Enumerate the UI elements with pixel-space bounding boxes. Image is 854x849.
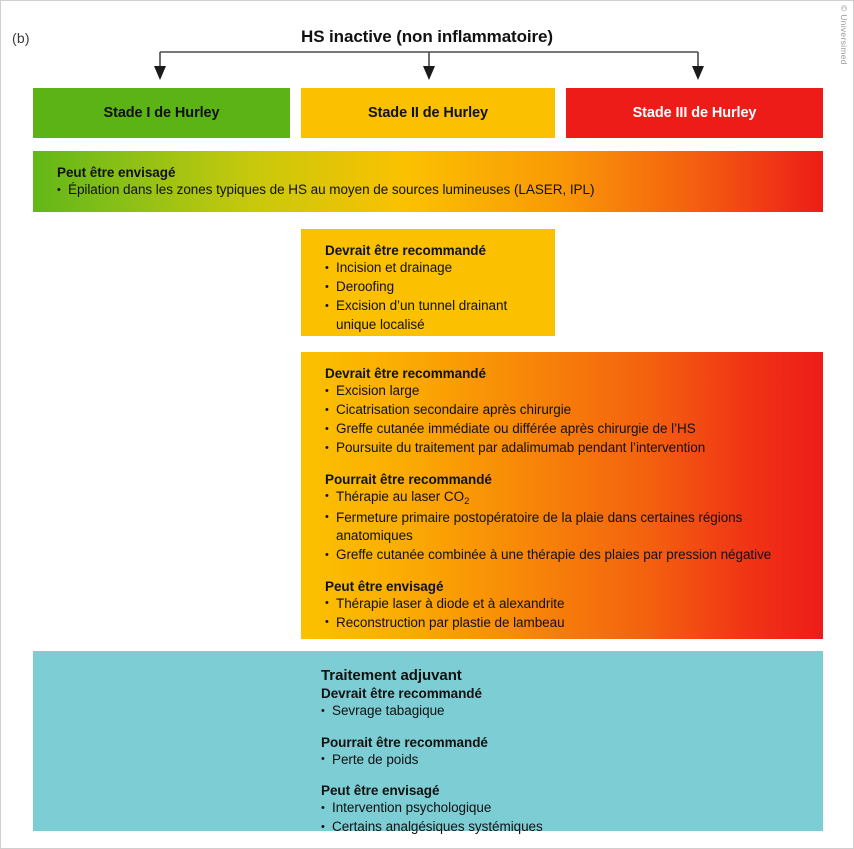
band-all-list: Épilation dans les zones typiques de HS … (57, 181, 805, 200)
stage-label-hurley-1: Stade I de Hurley (103, 105, 220, 121)
adjuvant-list-considered: Intervention psychologique Certains anal… (321, 799, 805, 837)
list-item: Reconstruction par plastie de lambeau (325, 613, 805, 633)
band-all-heading: Peut être envisagé (57, 165, 176, 180)
adjuvant-title: Traitement adjuvant (321, 667, 462, 684)
list-item: Fermeture primaire postopératoire de la … (325, 508, 805, 546)
list-item: Incision et drainage (325, 259, 537, 278)
list-item: Deroofing (325, 278, 537, 297)
list-item: Intervention psychologique (321, 799, 805, 818)
stage-label-hurley-3: Stade III de Hurley (632, 105, 757, 121)
band-stage3-list-could: Thérapie au laser CO2 Fermeture primaire… (325, 487, 805, 565)
adjuvant-heading-recommended: Devrait être recommandé (321, 686, 482, 701)
list-item: Greffe cutanée immédiate ou différée apr… (325, 420, 805, 439)
band-stage2-list: Incision et drainage Deroofing Excision … (325, 259, 537, 334)
band-stage2-heading: Devrait être recommandé (325, 243, 486, 258)
subscript-2: 2 (464, 495, 470, 507)
band-stage3-heading-could: Pourrait être recommandé (325, 471, 492, 487)
list-item-laser-co2-text: Thérapie au laser CO (336, 488, 465, 504)
connector-bracket (154, 51, 704, 80)
stage-label-hurley-2: Stade II de Hurley (368, 105, 488, 121)
band-stage-3: Devrait être recommandé Excision large C… (301, 352, 823, 639)
list-item: Certains analgésiques systémiques (321, 818, 805, 837)
band-stage3-list-considered: Thérapie laser à diode et à alexandrite … (325, 594, 805, 633)
band-adjuvant-treatment: Traitement adjuvant Devrait être recomma… (33, 651, 823, 836)
list-item: Perte de poids (321, 750, 805, 770)
list-item: Cicatrisation secondaire après chirurgie (325, 401, 805, 420)
band-stage3-heading-considered: Peut être envisagé (325, 578, 444, 594)
list-item: Épilation dans les zones typiques de HS … (57, 181, 805, 200)
stage-box-hurley-1[interactable]: Stade I de Hurley (33, 88, 290, 138)
list-item: Excision large (325, 382, 805, 401)
band-stage3-list-recommended: Excision large Cicatrisation secondaire … (325, 382, 805, 458)
list-item: Sevrage tabagique (321, 702, 805, 721)
stage-box-hurley-3[interactable]: Stade III de Hurley (566, 88, 823, 138)
list-item: Poursuite du traitement par adalimumab p… (325, 439, 805, 458)
stage-box-hurley-2[interactable]: Stade II de Hurley (301, 88, 555, 138)
adjuvant-list-recommended: Sevrage tabagique (321, 702, 805, 721)
list-item: Greffe cutanée combinée à une thérapie d… (325, 546, 805, 565)
band-stage3-heading-recommended: Devrait être recommandé (325, 366, 486, 381)
band-all-stages: Peut être envisagé Épilation dans les zo… (33, 151, 823, 212)
copyright-notice: © Universimed (837, 5, 851, 125)
band-stage-2: Devrait être recommandé Incision et drai… (301, 229, 555, 336)
adjuvant-heading-considered: Peut être envisagé (321, 783, 440, 798)
diagram-title: HS inactive (non inflammatoire) (301, 27, 553, 46)
adjuvant-heading-could: Pourrait être recommandé (321, 734, 488, 750)
list-item: Excision d’un tunnel drainant unique loc… (325, 297, 537, 334)
panel-label: (b) (12, 30, 30, 46)
adjuvant-list-could: Perte de poids (321, 750, 805, 770)
list-item-laser-co2: Thérapie au laser CO2 (325, 487, 805, 509)
list-item: Thérapie laser à diode et à alexandrite (325, 594, 805, 614)
